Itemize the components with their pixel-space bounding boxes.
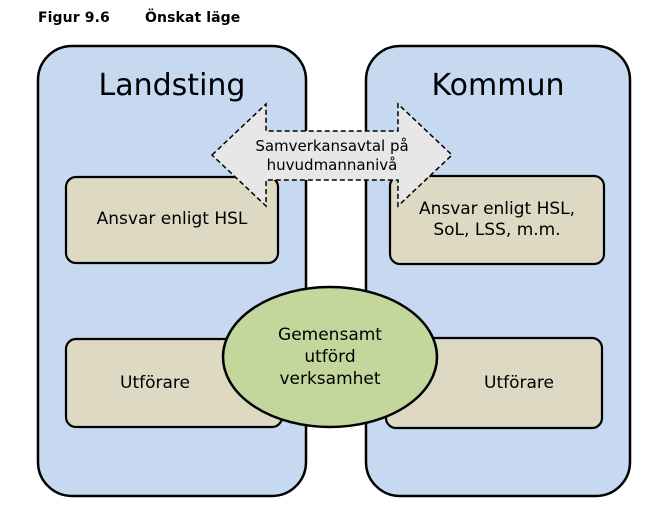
agreement-line-1: Samverkansavtal på (255, 136, 409, 155)
agreement-line-2: huvudmannanivå (266, 156, 398, 174)
figure-title: Önskat läge (145, 10, 241, 26)
agreement-label: Samverkansavtal på huvudmannanivå (252, 134, 412, 178)
shared-activity-ellipse (221, 285, 439, 429)
right-panel-title: Kommun (431, 68, 565, 104)
left-responsibility-label: Ansvar enligt HSL (96, 209, 248, 230)
figure-caption: Figur 9.6 Önskat läge (38, 10, 240, 26)
shared-line-3: verksamhet (279, 369, 381, 390)
right-responsibility-line-1: Ansvar enligt HSL, (418, 198, 576, 219)
figure-number: Figur 9.6 (38, 10, 110, 26)
left-provider-label: Utförare (120, 373, 190, 394)
shared-line-2: utförd (304, 346, 356, 367)
shared-activity-label: Gemensamt utförd verksamhet (250, 313, 410, 401)
left-panel-title: Landsting (98, 68, 246, 104)
shared-line-1: Gemensamt (278, 324, 382, 345)
right-responsibility-line-2: SoL, LSS, m.m. (433, 220, 561, 240)
agreement-arrow (210, 102, 454, 208)
right-responsibility-label: Ansvar enligt HSL, SoL, LSS, m.m. (390, 196, 604, 244)
left-responsibility-box (64, 175, 280, 265)
right-provider-label: Utförare (484, 373, 554, 394)
right-responsibility-box (388, 174, 606, 266)
